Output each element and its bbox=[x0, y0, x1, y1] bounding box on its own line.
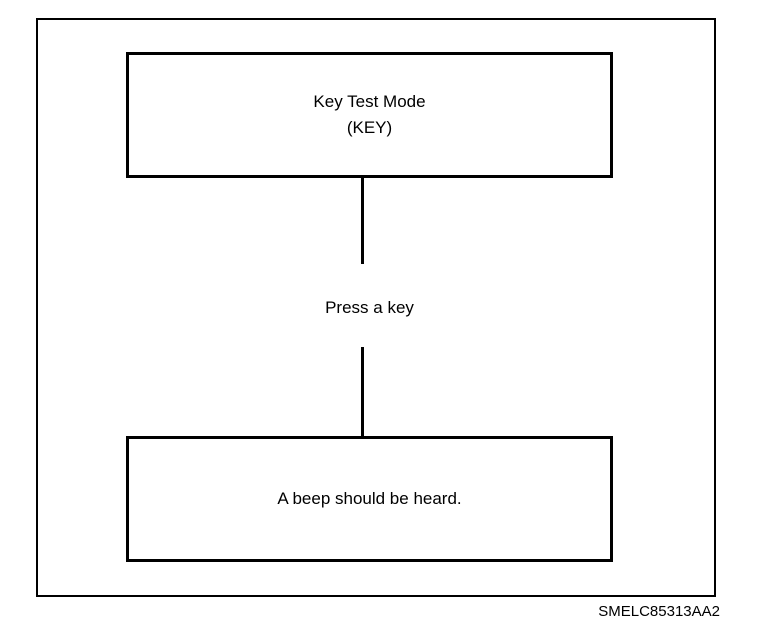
result-text: A beep should be heard. bbox=[277, 489, 462, 508]
connector-line-bottom bbox=[361, 347, 364, 436]
key-test-mode-box: Key Test Mode (KEY) bbox=[126, 52, 613, 178]
key-test-mode-title: Key Test Mode bbox=[313, 92, 426, 111]
step-label: Press a key bbox=[325, 298, 414, 317]
figure-id: SMELC85313AA2 bbox=[598, 603, 720, 620]
key-test-mode-code: (KEY) bbox=[346, 118, 393, 137]
connector-line-top bbox=[361, 178, 364, 264]
result-box: A beep should be heard. bbox=[126, 436, 613, 562]
diagram-frame bbox=[36, 18, 716, 597]
